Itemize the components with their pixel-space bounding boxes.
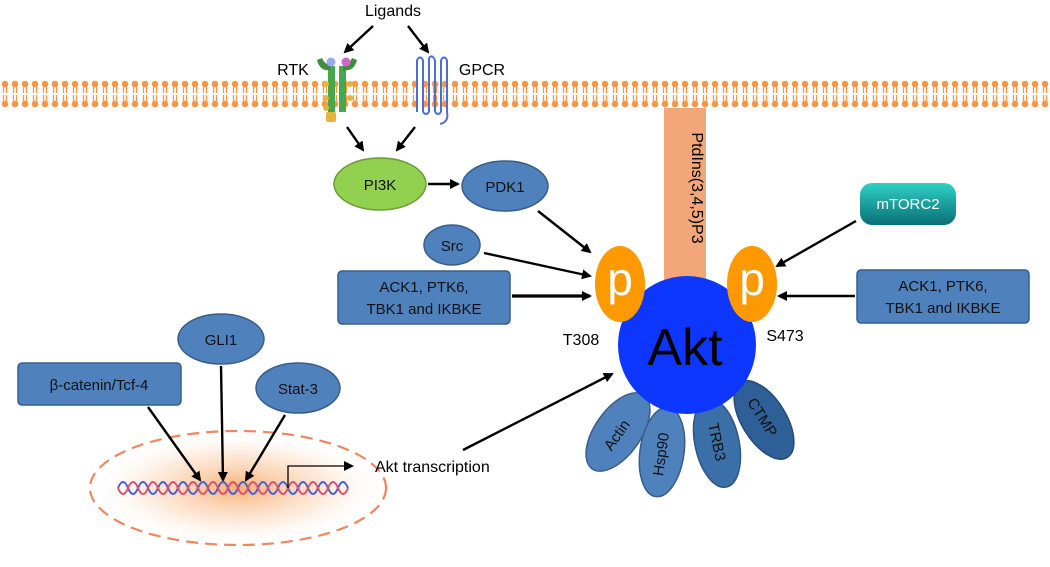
- phospho-t308: [595, 246, 645, 322]
- right-kinases-box: [856, 269, 1030, 324]
- gli1-node: [177, 313, 265, 365]
- mtorc2-node: [860, 183, 956, 225]
- hsp90-label: Hsp90: [650, 432, 673, 477]
- akt-binders: Actin Hsp90 TRB3 CTMP: [585, 380, 795, 498]
- ptdins-label: PtdIns(3,4,5)P3: [688, 132, 705, 243]
- pi3k-node: [333, 157, 427, 211]
- stat3-label: Stat-3: [278, 381, 318, 398]
- mtorc2-to-s473-arrow: [775, 219, 857, 268]
- mtorc2-label: mTORC2: [876, 196, 939, 213]
- pdk1-node: [461, 160, 549, 212]
- ligands-to-rtk-arrow: [343, 25, 374, 54]
- ligands-label: Ligands: [365, 3, 421, 20]
- cell-membrane: [0, 80, 1050, 108]
- rtk-label: RTK: [277, 62, 309, 79]
- site-s473-label: S473: [766, 328, 803, 345]
- stat3-to-dna-arrow: [244, 414, 287, 482]
- phospho-s473: [727, 246, 777, 322]
- akt-label: Akt: [647, 319, 723, 377]
- left-kinases-box: [337, 270, 511, 325]
- src-to-t308-arrow: [483, 251, 592, 280]
- gli1-to-dna-arrow: [217, 365, 228, 482]
- stat3-node: [255, 362, 341, 414]
- bcatenin-to-dna-arrow: [147, 406, 202, 482]
- dna-helix-icon: [117, 481, 349, 495]
- right-kinases-line1: ACK1, PTK6,: [898, 278, 987, 295]
- rtk-to-pi3k-arrow: [346, 126, 365, 152]
- gli1-label: GLI1: [205, 332, 238, 349]
- gpcr-label: GPCR: [459, 62, 505, 79]
- pdk1-label: PDK1: [485, 179, 524, 196]
- transcription-to-akt-arrow: [462, 372, 614, 452]
- ptdins-band: [664, 108, 706, 293]
- pi3k-label: PI3K: [364, 177, 397, 194]
- rtk-receptor-icon: [317, 57, 357, 122]
- right-kinases-line2: TBK1 and IKBKE: [885, 300, 1000, 317]
- src-node: [423, 224, 481, 266]
- bcatenin-label: β-catenin/Tcf-4: [50, 377, 149, 394]
- phospho-t308-label: p: [607, 253, 633, 305]
- transcription-start-arrow: [287, 461, 354, 488]
- ligands-to-gpcr-arrow: [407, 25, 430, 54]
- akt-node: [618, 276, 756, 414]
- pdk1-to-t308-arrow: [537, 210, 592, 254]
- src-label: Src: [441, 238, 464, 255]
- phospho-s473-label: p: [739, 253, 765, 305]
- bcatenin-box: [17, 362, 182, 406]
- gpcr-receptor-icon: [416, 55, 449, 125]
- akt-transcription-label: Akt transcription: [375, 459, 490, 476]
- left-kinases-line2: TBK1 and IKBKE: [366, 301, 481, 318]
- left-kinases-line1: ACK1, PTK6,: [379, 279, 468, 296]
- gpcr-to-pi3k-arrow: [395, 126, 416, 152]
- site-t308-label: T308: [563, 332, 600, 349]
